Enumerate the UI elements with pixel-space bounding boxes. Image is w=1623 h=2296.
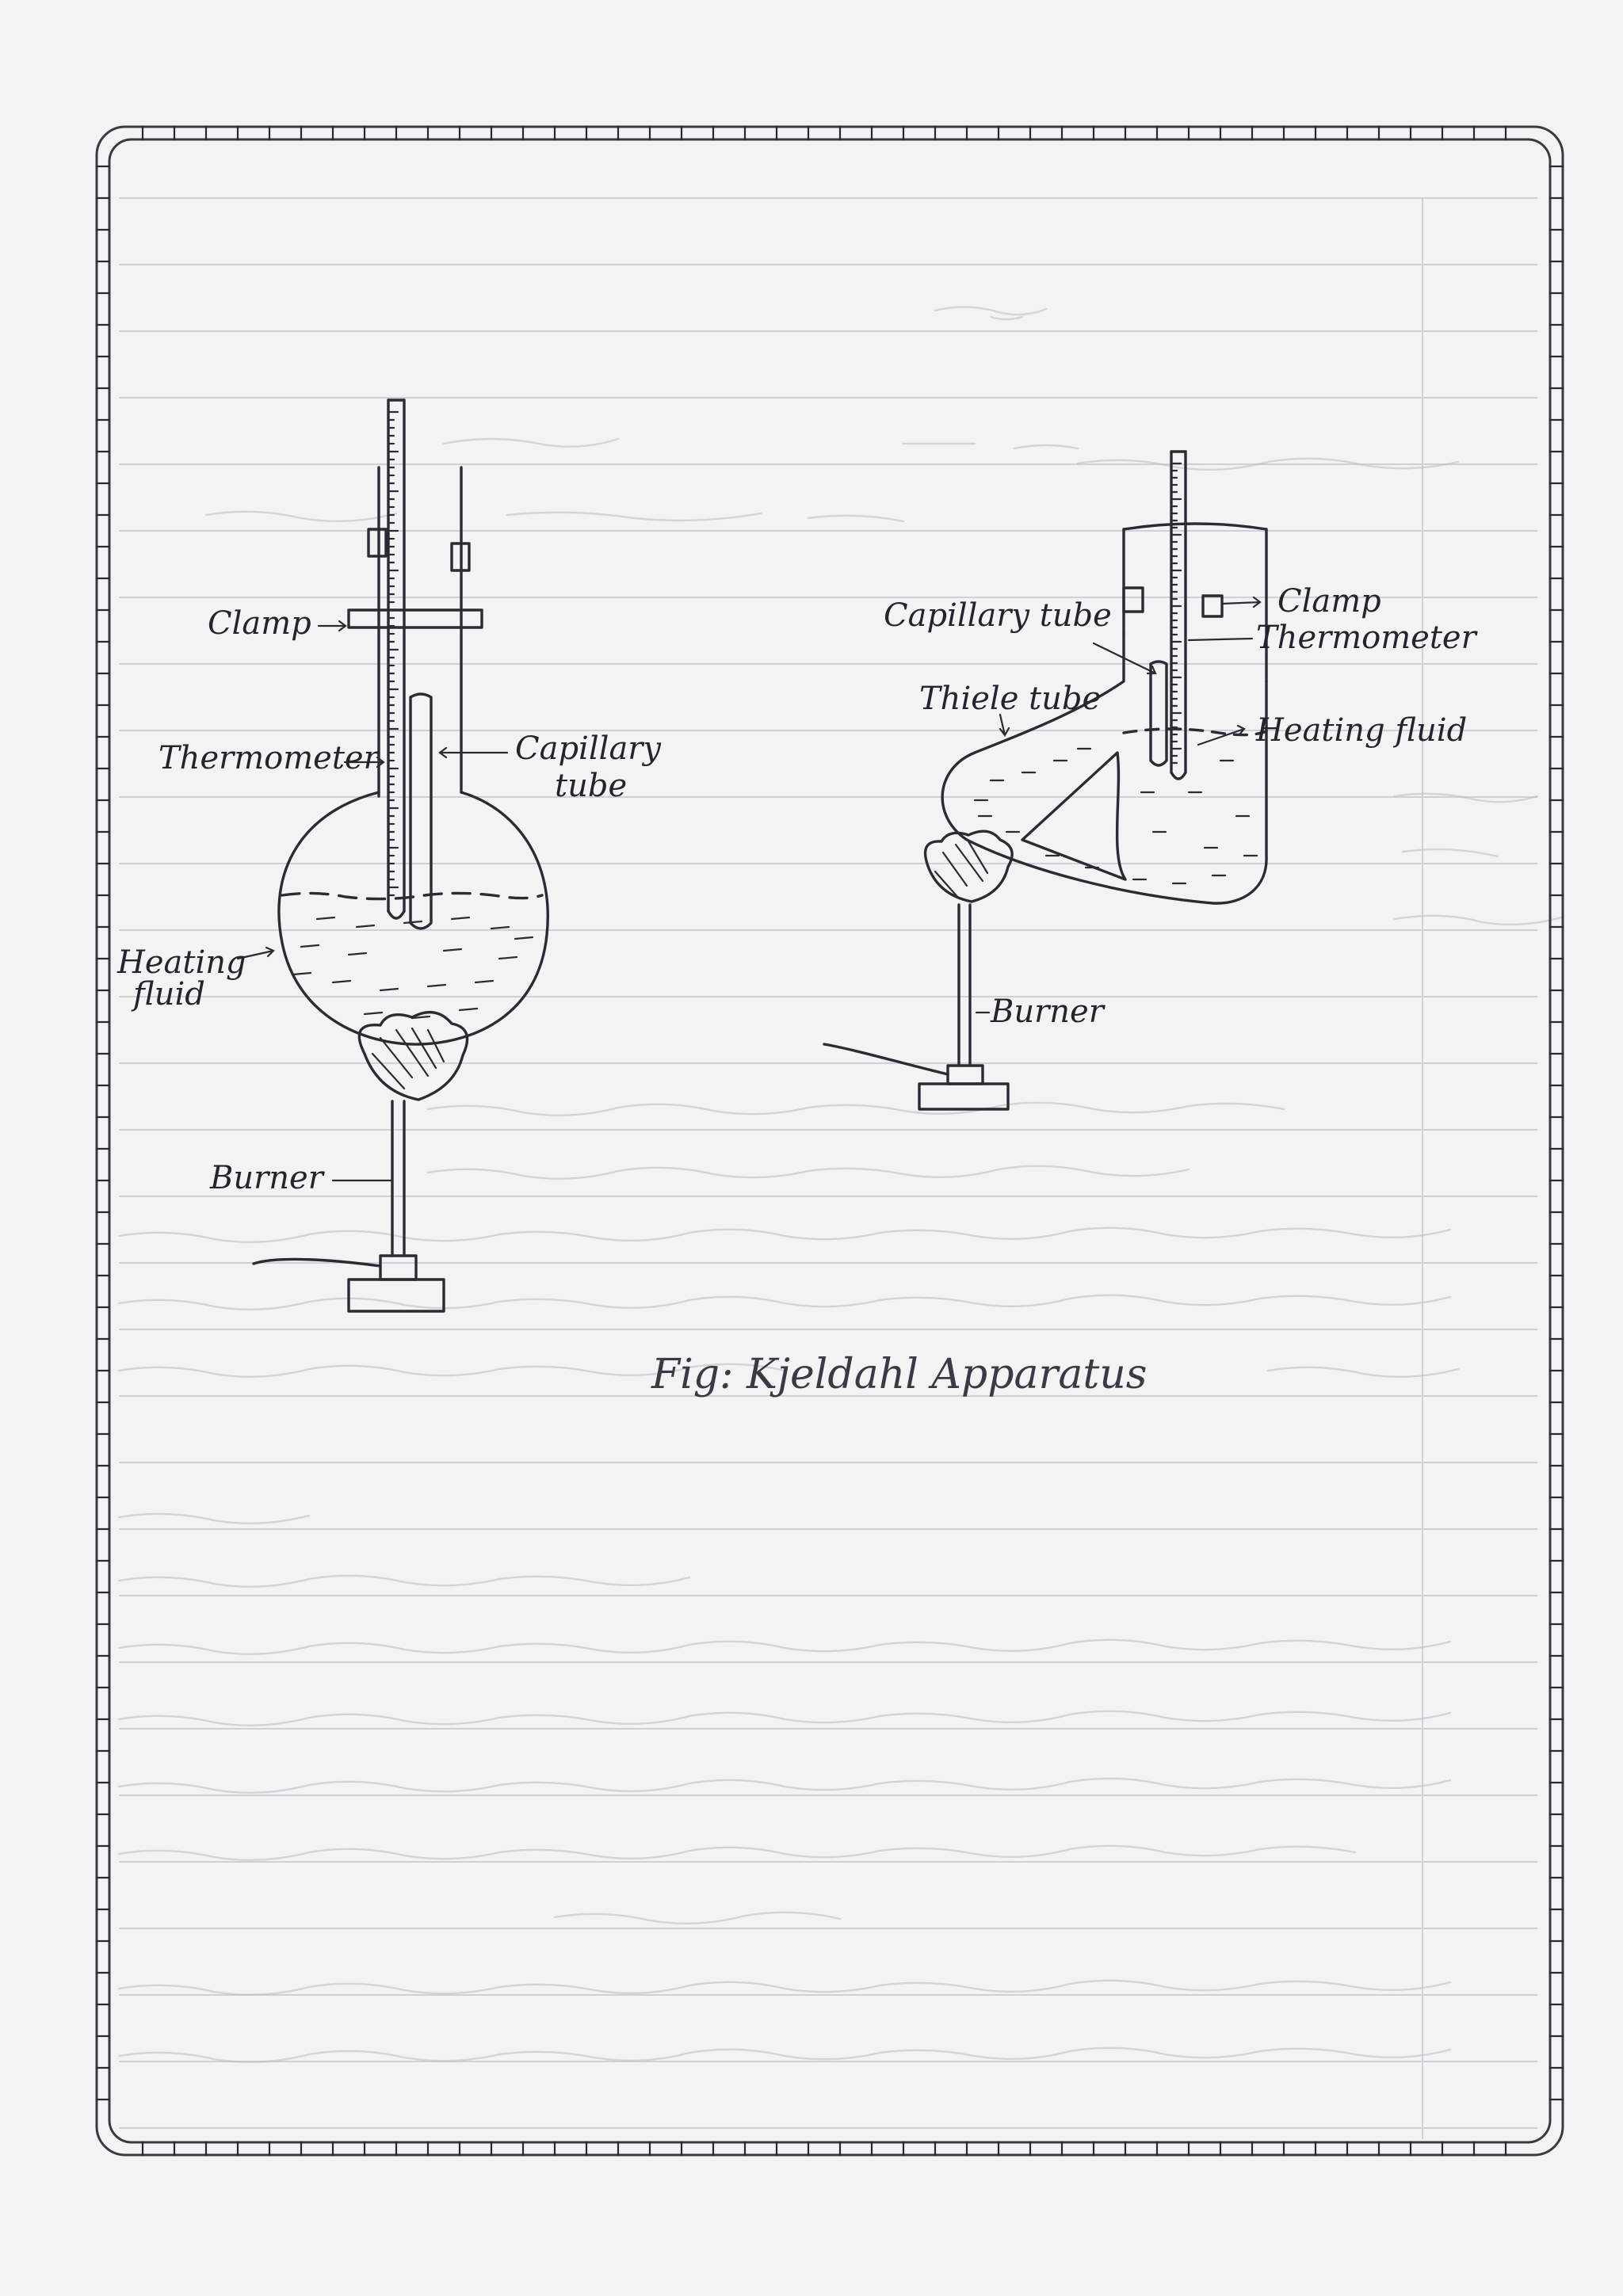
- left-clamp-jaw-right: [450, 542, 471, 572]
- fluid-dash: [379, 987, 399, 992]
- label-left-clamp: Clamp: [208, 605, 311, 642]
- left-fluid-arrow: [236, 946, 275, 960]
- fluid-dash: [411, 1015, 431, 1020]
- right-thiele-arrow: [999, 713, 1010, 738]
- label-right-capillary: Capillary tube: [884, 597, 1112, 634]
- label-left-capillary-1: Capillary: [515, 730, 662, 767]
- left-capillary-tube: [409, 692, 433, 930]
- outer-border: [95, 125, 1564, 2157]
- left-burner-flame: [357, 1010, 469, 1101]
- fluid-dash: [331, 979, 352, 984]
- right-apparatus: [823, 450, 1268, 1111]
- left-burner-stem: [391, 1100, 406, 1257]
- right-fluid-arrow: [1197, 724, 1246, 746]
- left-apparatus: [236, 399, 549, 1313]
- left-clamp-jaw-left: [367, 528, 388, 558]
- left-clamp-arrow: [317, 620, 347, 632]
- left-thermometer-tube: [387, 399, 406, 913]
- fluid-dash: [292, 971, 312, 976]
- fluid-dash: [514, 936, 534, 940]
- right-heating-fluid-dashes: [973, 747, 1258, 885]
- left-flame-hatch: [371, 1027, 445, 1090]
- fluid-dash: [347, 952, 368, 956]
- right-fluid-surface: [1122, 727, 1268, 737]
- fluid-dash: [442, 948, 463, 952]
- label-left-capillary-2: tube: [555, 768, 627, 804]
- fluid-dash: [450, 916, 471, 921]
- right-capillary-arrow: [1092, 642, 1157, 675]
- figure-caption: Fig: Kjeldahl Apparatus: [651, 1351, 1147, 1398]
- right-thermometer-leader: [1187, 637, 1254, 642]
- label-left-heating-2: fluid: [131, 976, 205, 1013]
- label-right-burner: Burner: [990, 994, 1106, 1030]
- left-heating-fluid-surface: [281, 891, 544, 901]
- fluid-dash: [490, 925, 510, 930]
- right-clamp-jaw-left: [1122, 586, 1144, 613]
- right-thiele-tube-inner: [1021, 751, 1127, 881]
- left-burner-base: [347, 1278, 445, 1313]
- right-clamp-arrow: [1220, 596, 1262, 608]
- right-burner-flame: [923, 830, 1014, 903]
- fluid-dash: [458, 1007, 479, 1012]
- right-thermometer-scale: [1170, 462, 1182, 765]
- left-thermometer-arrow: [343, 756, 385, 769]
- fluid-dash: [498, 955, 518, 960]
- left-gas-pipe: [252, 1257, 382, 1268]
- right-tube-walls: [1122, 528, 1268, 683]
- label-left-thermometer: Thermometer: [158, 740, 381, 776]
- left-thermometer-ends: [387, 399, 406, 920]
- left-capillary-arrow: [438, 746, 509, 759]
- right-tube-rim: [1122, 522, 1268, 531]
- label-right-clamp: Clamp: [1277, 583, 1381, 620]
- right-thermometer-ends: [1170, 450, 1187, 780]
- label-right-thiele: Thiele tube: [919, 681, 1101, 717]
- right-clamp-jaw-right: [1201, 594, 1224, 618]
- fluid-dash: [474, 979, 495, 984]
- label-right-heating: Heating fluid: [1255, 712, 1467, 749]
- label-right-thermometer: Thermometer: [1256, 620, 1479, 656]
- inner-border: [108, 138, 1552, 2144]
- left-thermometer-scale: [387, 410, 399, 897]
- label-left-heating-1: Heating: [116, 944, 246, 981]
- label-left-burner: Burner: [209, 1160, 326, 1196]
- left-clamp-bar: [347, 608, 483, 629]
- right-flame-hatch: [934, 840, 989, 900]
- border-ticks: [95, 125, 1564, 2157]
- right-thiele-tube-outer: [941, 632, 1268, 905]
- right-gas-pipe: [823, 1043, 949, 1076]
- fluid-dash: [403, 920, 423, 925]
- right-burner-stem: [957, 903, 972, 1067]
- fluid-dash: [426, 983, 447, 988]
- right-thermometer-tube: [1170, 450, 1187, 774]
- ruled-lines: [119, 197, 1537, 2139]
- right-burner-base: [918, 1082, 1010, 1111]
- fluid-dash: [355, 924, 376, 929]
- fluid-dash: [315, 916, 336, 921]
- left-heating-fluid-dashes: [292, 916, 534, 1020]
- fluid-dash: [363, 1011, 384, 1016]
- right-capillary-tube: [1149, 660, 1168, 767]
- fluid-dash: [300, 944, 320, 948]
- bleed-through-text: [117, 306, 1563, 2064]
- left-round-flask: [277, 791, 549, 1046]
